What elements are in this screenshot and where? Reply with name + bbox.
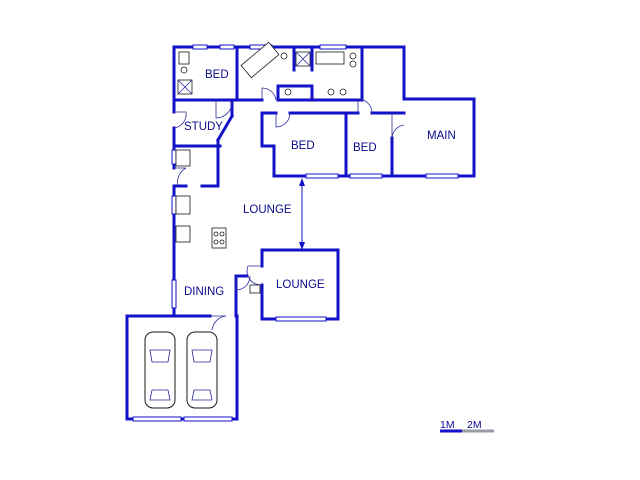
room-label-lounge-1: LOUNGE: [243, 204, 292, 216]
car-icon: [144, 331, 176, 409]
room-label-study: STUDY: [184, 121, 223, 133]
room-label-dining: DINING: [184, 286, 224, 298]
fixtures: [175, 41, 357, 294]
room-label-main: MAIN: [427, 130, 456, 142]
room-label-bed-1: BED: [205, 69, 229, 81]
scale-label-1m: 1M: [440, 419, 455, 431]
room-labels: BED STUDY BED BED MAIN LOUNGE LOUNGE DIN…: [184, 69, 456, 298]
scale-label-2m: 2M: [467, 419, 482, 431]
room-label-bed-2: BED: [291, 140, 315, 152]
room-label-lounge-2: LOUNGE: [276, 279, 325, 291]
scale-bar: 1M 2M: [440, 419, 494, 433]
passage-marker: [299, 178, 305, 250]
room-label-bed-3: BED: [353, 142, 377, 154]
car-icon-2: [186, 331, 218, 409]
doors: [173, 87, 405, 331]
